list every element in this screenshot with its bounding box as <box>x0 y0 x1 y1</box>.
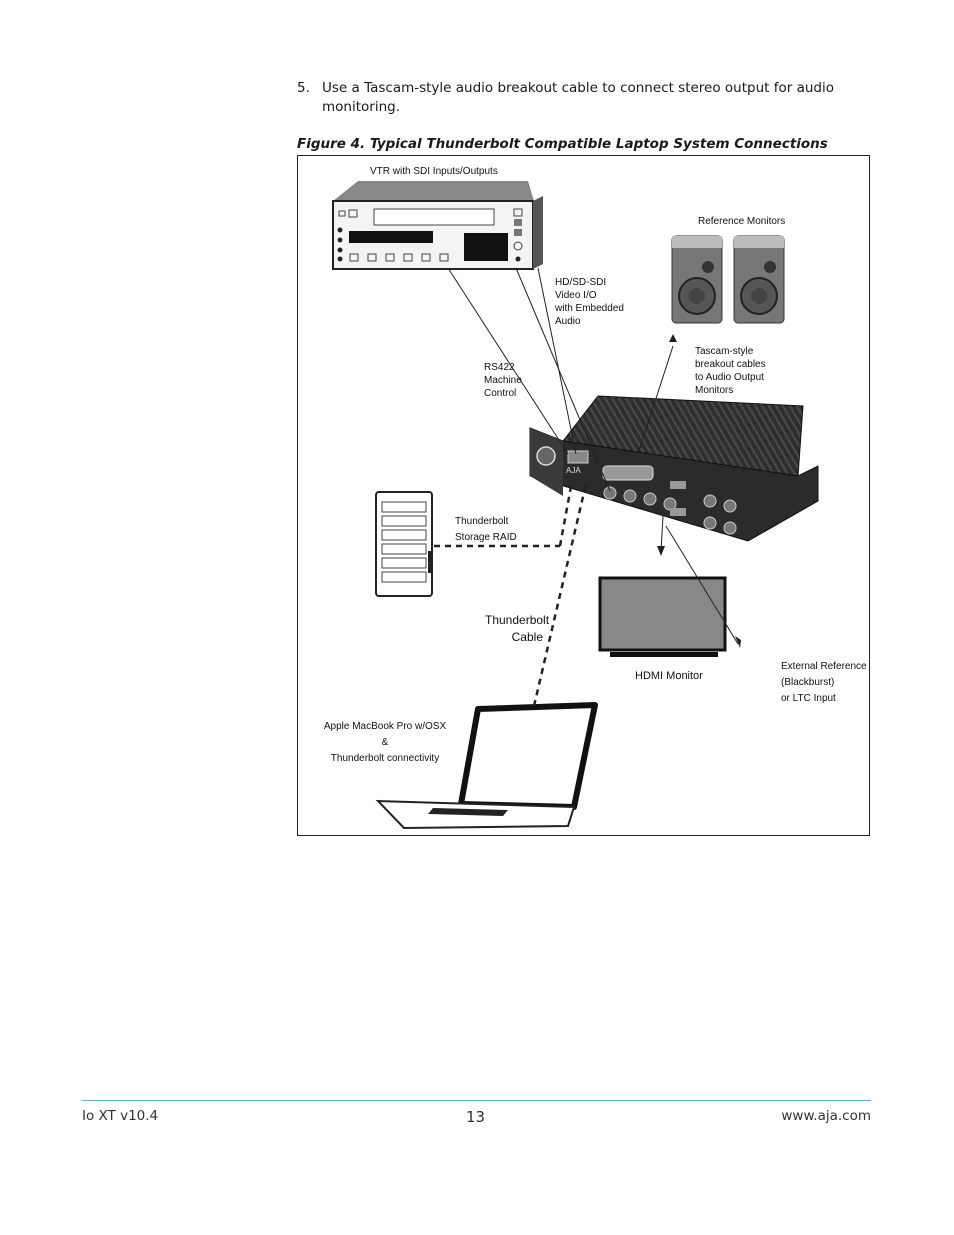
hdmi-monitor <box>598 576 727 657</box>
vtr-label: VTR with SDI Inputs/Outputs <box>370 166 498 177</box>
connection-diagram: VTR with SDI Inputs/Outputs Reference Mo… <box>297 155 870 836</box>
hdmi-monitor-label: HDMI Monitor <box>635 670 703 682</box>
macbook-laptop <box>375 702 598 830</box>
raid-label: Thunderbolt Storage RAID <box>455 516 517 543</box>
aja-device-logo: AJA <box>566 466 581 475</box>
external-reference-label: External Reference (Blackburst) or LTC I… <box>781 661 867 704</box>
cable-label: Thunderbolt Cable <box>485 613 550 644</box>
step-text: Use a Tascam-style audio breakout cable … <box>322 80 834 115</box>
footer-page-number: 13 <box>466 1108 486 1126</box>
footer-website: www.aja.com <box>781 1108 871 1124</box>
macbook-label: Apple MacBook Pro w/OSX & Thunderbolt co… <box>323 721 447 764</box>
step-number: 5. <box>297 80 310 96</box>
footer-product-version: Io XT v10.4 <box>82 1108 159 1124</box>
sdi-label: HD/SD-SDI Video I/O with Embedded Audio <box>555 277 624 327</box>
footer-divider <box>82 1100 871 1101</box>
figure-caption: Figure 4. Typical Thunderbolt Compatible… <box>297 136 828 152</box>
rs422-label: RS422 Machine Control <box>484 362 522 399</box>
connection-lines <box>447 267 741 648</box>
thunderbolt-raid <box>375 491 433 597</box>
instruction-step: 5. Use a Tascam-style audio breakout cab… <box>297 79 837 117</box>
reference-monitors-label: Reference Monitors <box>698 216 786 227</box>
tascam-label: Tascam-style breakout cables to Audio Ou… <box>695 346 766 396</box>
diagram-drawing <box>332 181 819 830</box>
vtr-deck <box>332 181 543 270</box>
reference-speakers <box>671 235 785 324</box>
io-xt-device <box>529 395 819 542</box>
thunderbolt-cables <box>434 480 588 707</box>
